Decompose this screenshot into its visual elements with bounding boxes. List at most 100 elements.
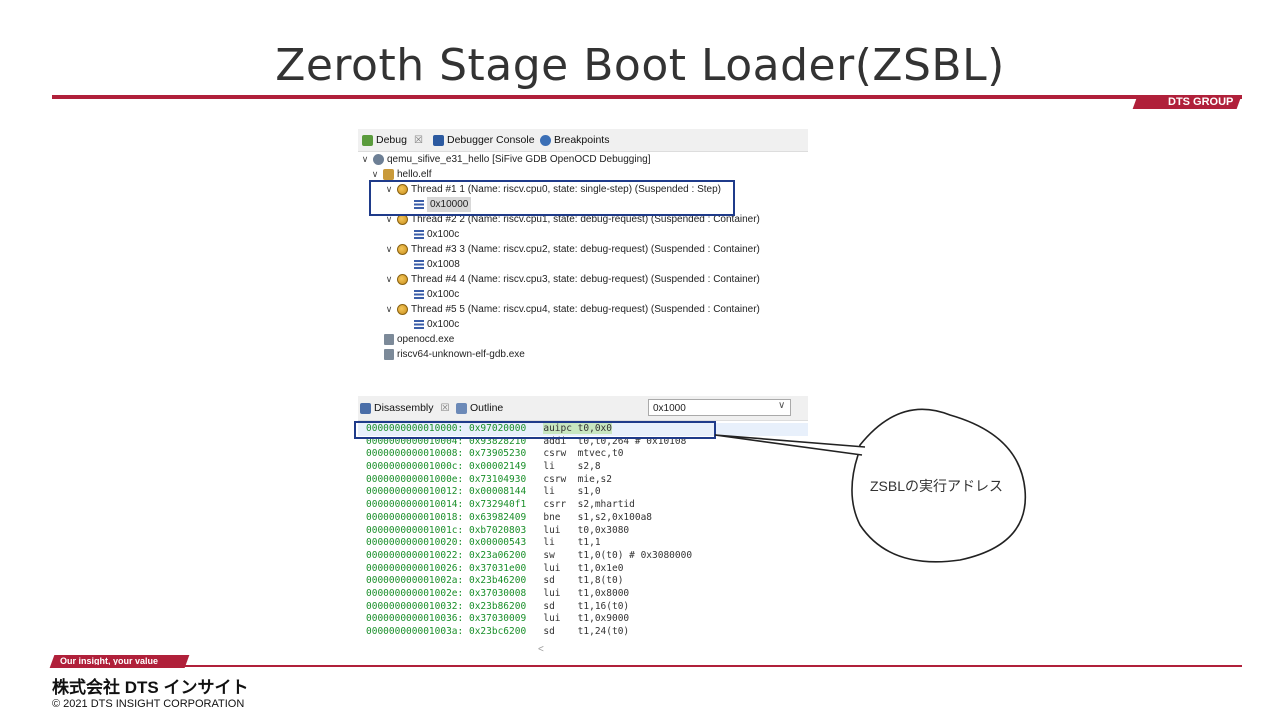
- callout-ellipse: [851, 408, 1027, 563]
- chevron-down-icon[interactable]: ∨: [361, 154, 369, 164]
- frame-item[interactable]: 0x1008: [360, 257, 806, 272]
- current-instruction-highlight: [354, 421, 716, 439]
- tab-outline[interactable]: Outline: [456, 401, 503, 415]
- close-icon[interactable]: ☒: [413, 134, 423, 146]
- operand-text: t1,16(t0): [577, 600, 630, 612]
- close-icon[interactable]: ☒: [440, 402, 450, 414]
- chevron-down-icon[interactable]: ∨: [371, 169, 379, 179]
- launch-label: qemu_sifive_e31_hello [SiFive GDB OpenOC…: [387, 154, 651, 165]
- tree-elf[interactable]: ∨ hello.elf: [360, 167, 806, 182]
- chevron-down-icon[interactable]: ∨: [385, 214, 393, 224]
- tab-disassembly-label: Disassembly: [374, 402, 434, 414]
- instruction-address: 000000000001003a:: [366, 626, 464, 637]
- mnemonic-text: sw: [543, 549, 555, 561]
- operand-text: s2,8: [577, 461, 601, 473]
- group-tag-label: DTS GROUP: [1167, 96, 1233, 108]
- instruction-hex: 0x93828210: [468, 435, 527, 447]
- instruction-hex: 0x23b86200: [468, 600, 527, 612]
- instruction-hex: 0xb7020803: [468, 524, 527, 536]
- instruction-address: 0000000000010026:: [366, 562, 464, 574]
- chevron-down-icon[interactable]: ∨: [385, 244, 393, 254]
- instruction-address: 000000000001002a:: [366, 575, 464, 587]
- operand-text: t1,24(t0): [577, 626, 630, 637]
- tree-launch[interactable]: ∨ qemu_sifive_e31_hello [SiFive GDB Open…: [360, 152, 806, 167]
- address-input[interactable]: 0x1000: [648, 399, 791, 416]
- instruction-hex: 0x732940f1: [468, 499, 527, 511]
- frame-item[interactable]: 0x10000: [360, 197, 806, 212]
- mnemonic-text: lui: [543, 562, 561, 574]
- process-label: openocd.exe: [397, 334, 455, 345]
- slide-title: Zeroth Stage Boot Loader(ZSBL): [275, 40, 1005, 91]
- tab-disassembly[interactable]: Disassembly ☒: [360, 401, 449, 415]
- disassembly-row[interactable]: 0000000000010026: 0x37031e00 lui t1,0x1e0: [358, 563, 808, 576]
- instruction-address: 000000000001001c:: [366, 524, 464, 536]
- disassembly-icon: [360, 402, 371, 414]
- instruction-hex: 0x37030008: [468, 587, 527, 599]
- instruction-mnemonic: lui t1,0x1e0: [543, 563, 623, 574]
- thread-item[interactable]: ∨ Thread #1 1 (Name: riscv.cpu0, state: …: [360, 182, 806, 197]
- breakpoints-icon: [540, 134, 551, 146]
- operand-text: t0,0x3080: [577, 524, 630, 536]
- tab-debug[interactable]: Debug ☒: [362, 133, 423, 147]
- console-icon: [433, 134, 444, 146]
- chevron-down-icon[interactable]: ∨: [385, 184, 393, 194]
- frame-item[interactable]: 0x100c: [360, 227, 806, 242]
- mnemonic-text: csrr: [543, 499, 567, 511]
- operand-text: t0,0x0: [577, 423, 612, 434]
- instruction-hex: 0x00008144: [468, 486, 527, 498]
- thread-label: Thread #5 5 (Name: riscv.cpu4, state: de…: [411, 304, 760, 315]
- launch-icon: [373, 154, 384, 165]
- operand-text: s1,0: [577, 486, 601, 498]
- chevron-down-icon[interactable]: ∨: [385, 304, 393, 314]
- instruction-hex: 0x73104930: [468, 473, 527, 485]
- frame-label: 0x100c: [427, 229, 460, 240]
- process-item[interactable]: openocd.exe: [360, 332, 806, 347]
- instruction-address: 0000000000010020:: [366, 537, 464, 549]
- tab-breakpoints[interactable]: Breakpoints: [540, 133, 609, 147]
- process-item[interactable]: riscv64-unknown-elf-gdb.exe: [360, 347, 806, 362]
- thread-item[interactable]: ∨ Thread #3 3 (Name: riscv.cpu2, state: …: [360, 242, 806, 257]
- scroll-left-icon[interactable]: <: [538, 644, 544, 655]
- chevron-down-icon[interactable]: ∨: [778, 400, 786, 411]
- process-icon: [384, 334, 394, 345]
- mnemonic-text: bne: [543, 511, 561, 523]
- frame-item[interactable]: 0x100c: [360, 317, 806, 332]
- tab-debugger-console-label: Debugger Console: [447, 134, 535, 146]
- group-tag: DTS GROUP: [1132, 96, 1242, 109]
- stack-frame-icon: [414, 230, 424, 239]
- operand-text: t1,0x1e0: [577, 562, 624, 574]
- mnemonic-text: csrw: [543, 473, 567, 485]
- tab-debugger-console[interactable]: Debugger Console: [433, 133, 535, 147]
- chevron-down-icon[interactable]: ∨: [385, 274, 393, 284]
- operand-text: s1,s2,0x100a8: [577, 511, 653, 523]
- company-name: 株式会社 DTS インサイト: [52, 678, 249, 697]
- instruction-hex: 0x37031e00: [468, 562, 527, 574]
- frame-item[interactable]: 0x100c: [360, 287, 806, 302]
- thread-item[interactable]: ∨ Thread #5 5 (Name: riscv.cpu4, state: …: [360, 302, 806, 317]
- thread-label: Thread #1 1 (Name: riscv.cpu0, state: si…: [411, 184, 721, 195]
- thread-item[interactable]: ∨ Thread #4 4 (Name: riscv.cpu3, state: …: [360, 272, 806, 287]
